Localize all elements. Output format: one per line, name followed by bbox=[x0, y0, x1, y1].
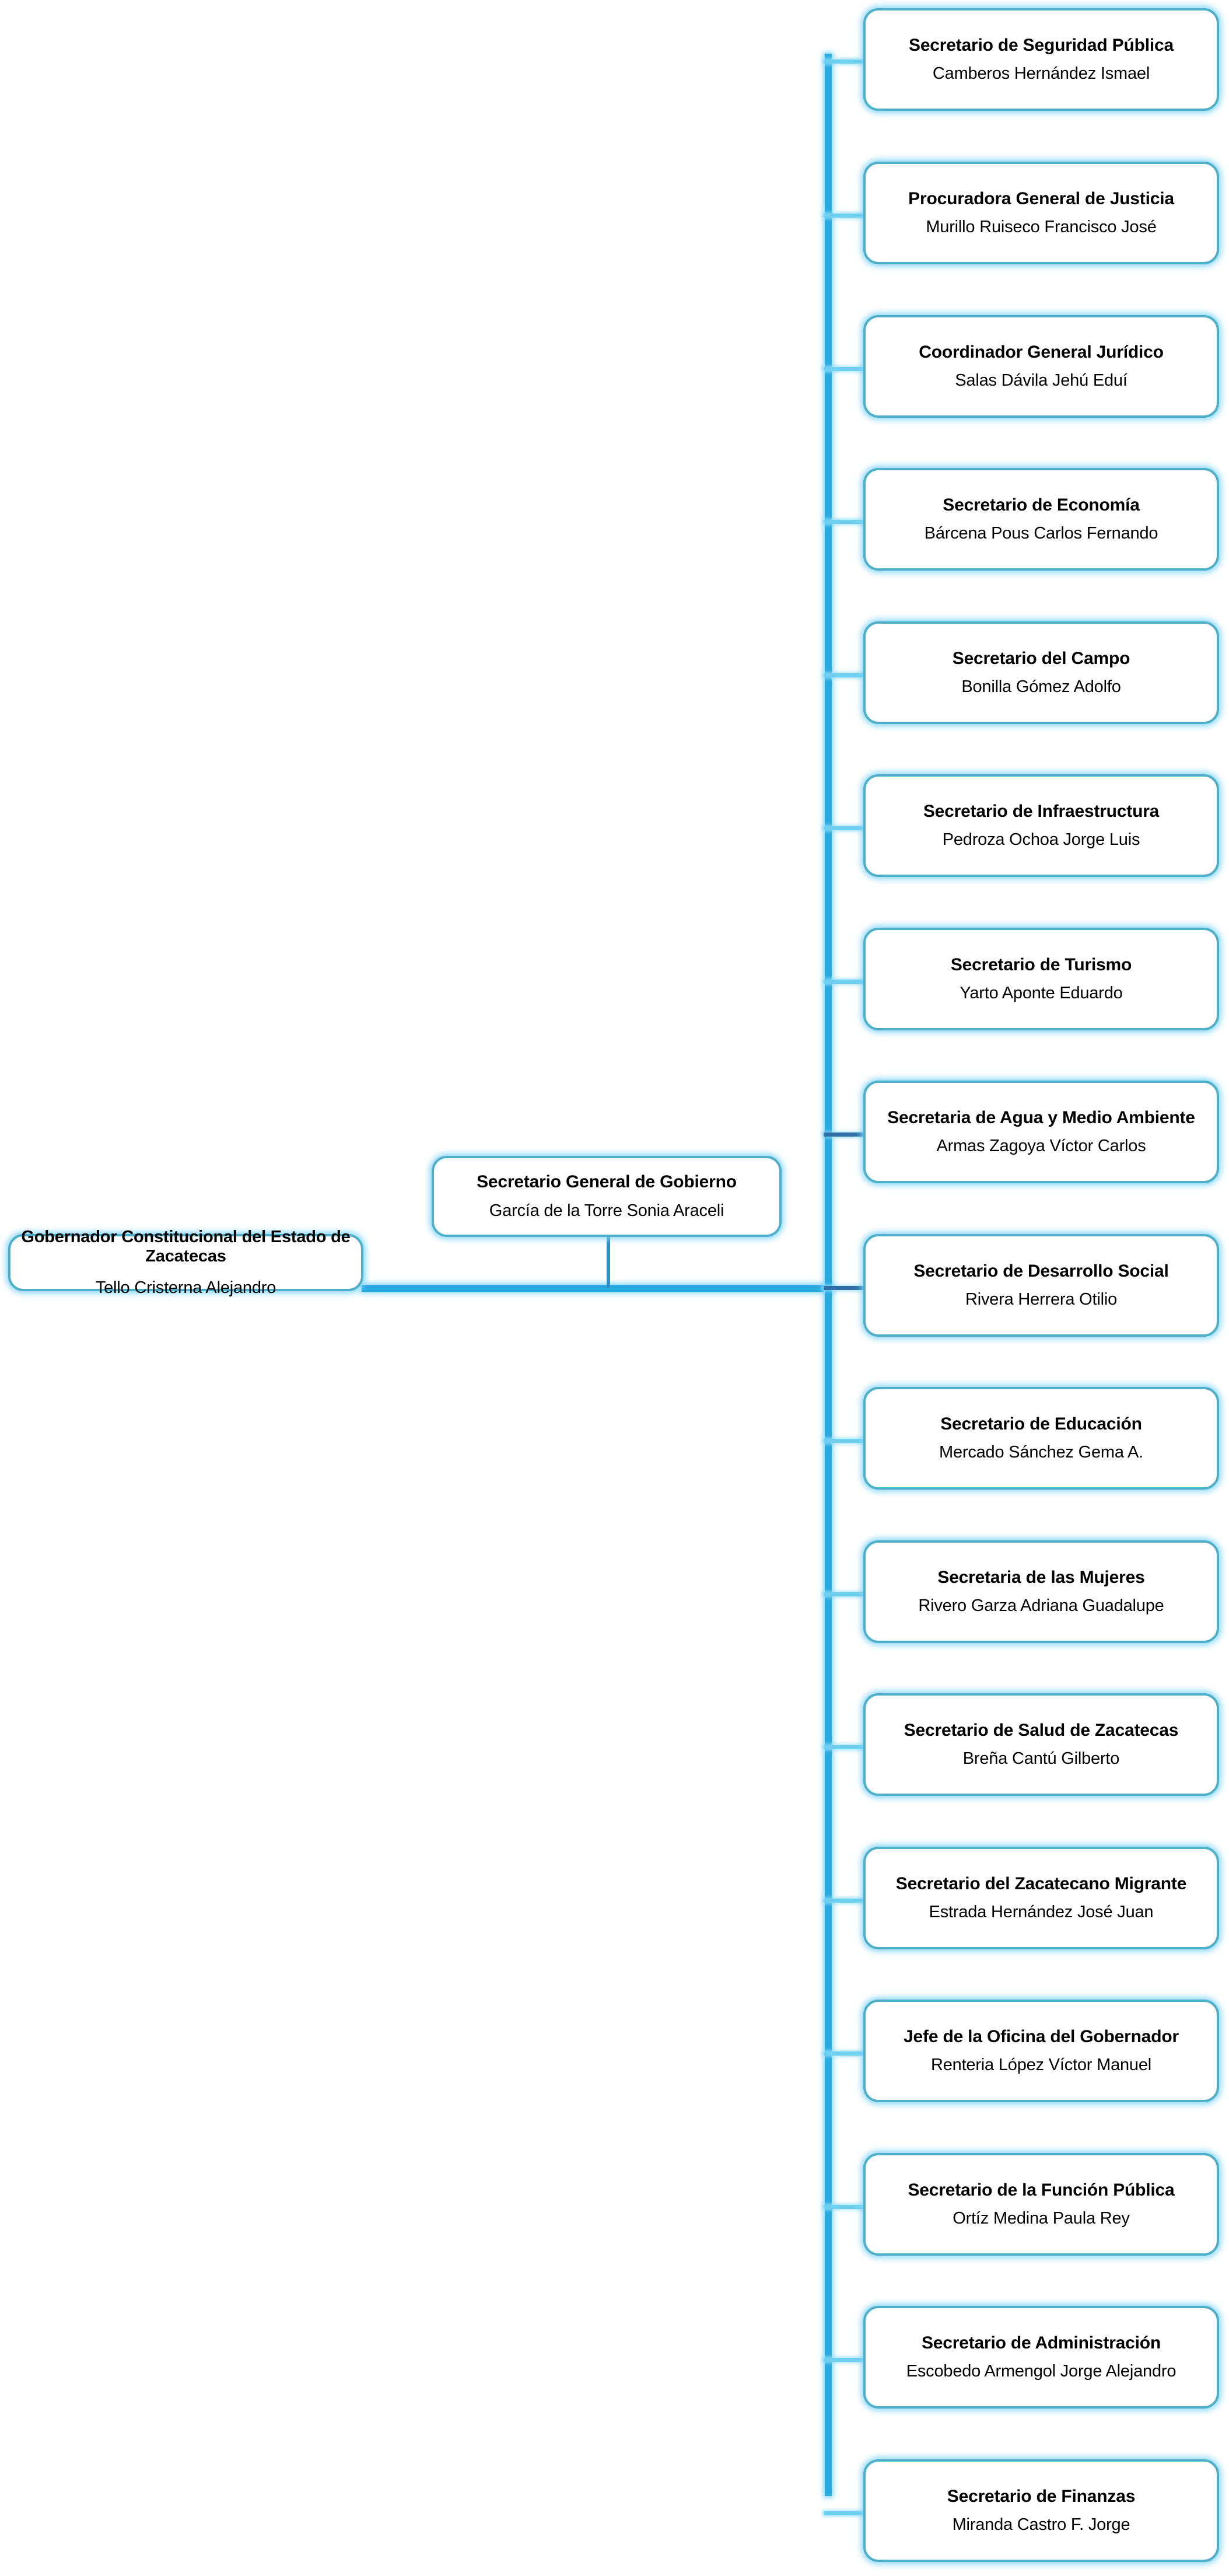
node-title: Secretario del Zacatecano Migrante bbox=[895, 1874, 1187, 1894]
node-person: Mercado Sánchez Gema A. bbox=[939, 1442, 1144, 1462]
node-person: Pedroza Ochoa Jorge Luis bbox=[942, 830, 1140, 849]
node-gobernador[interactable]: Gobernador Constitucional del Estado de … bbox=[8, 1228, 363, 1297]
node-title: Secretario de la Función Pública bbox=[908, 2180, 1175, 2200]
node-person: Rivera Herrera Otilio bbox=[965, 1289, 1118, 1309]
node-secretario-de-administracion[interactable]: Secretario de Administración Escobedo Ar… bbox=[863, 2306, 1219, 2409]
node-person: Tello Cristerna Alejandro bbox=[95, 1278, 276, 1297]
node-title: Secretario General de Gobierno bbox=[477, 1172, 737, 1191]
node-secretario-de-economia[interactable]: Secretario de Economía Bárcena Pous Carl… bbox=[863, 468, 1219, 571]
node-secretario-de-la-funcion-publica[interactable]: Secretario de la Función Pública Ortíz M… bbox=[863, 2153, 1219, 2256]
connector-stub-11 bbox=[824, 1745, 866, 1749]
node-secretario-general-de-gobierno[interactable]: Secretario General de Gobierno García de… bbox=[432, 1156, 782, 1237]
node-person: Armas Zagoya Víctor Carlos bbox=[936, 1136, 1146, 1155]
connector-deputy-drop bbox=[607, 1237, 610, 1288]
node-secretario-de-desarrollo-social[interactable]: Secretario de Desarrollo Social Rivera H… bbox=[863, 1234, 1219, 1337]
node-secretario-de-seguridad-publica[interactable]: Secretario de Seguridad Pública Camberos… bbox=[863, 8, 1219, 111]
node-secretario-de-finanzas[interactable]: Secretario de Finanzas Miranda Castro F.… bbox=[863, 2459, 1219, 2562]
connector-stub-16 bbox=[824, 2511, 866, 2515]
node-procuradora-general-de-justicia[interactable]: Procuradora General de Justicia Murillo … bbox=[863, 162, 1219, 264]
node-secretario-del-campo[interactable]: Secretario del Campo Bonilla Gómez Adolf… bbox=[863, 621, 1219, 724]
node-person: Bonilla Gómez Adolfo bbox=[961, 677, 1121, 696]
node-person: Breña Cantú Gilberto bbox=[962, 1749, 1120, 1768]
node-secretaria-de-las-mujeres[interactable]: Secretaria de las Mujeres Rivero Garza A… bbox=[863, 1540, 1219, 1643]
connector-stub-13 bbox=[824, 2051, 866, 2056]
node-person: Murillo Ruiseco Francisco José bbox=[926, 217, 1157, 236]
connector-stub-1 bbox=[824, 214, 866, 218]
node-person: Rivero Garza Adriana Guadalupe bbox=[918, 1596, 1164, 1615]
node-secretario-de-infraestructura[interactable]: Secretario de Infraestructura Pedroza Oc… bbox=[863, 774, 1219, 877]
node-person: Renteria López Víctor Manuel bbox=[930, 2055, 1152, 2074]
node-person: Ortíz Medina Paula Rey bbox=[953, 2208, 1130, 2228]
node-jefe-de-la-oficina-del-gobernador[interactable]: Jefe de la Oficina del Gobernador Renter… bbox=[863, 2000, 1219, 2102]
node-person: Estrada Hernández José Juan bbox=[929, 1902, 1154, 1921]
node-secretario-de-turismo[interactable]: Secretario de Turismo Yarto Aponte Eduar… bbox=[863, 928, 1219, 1030]
connector-stub-6 bbox=[824, 980, 866, 984]
node-title: Secretario de Finanzas bbox=[947, 2487, 1136, 2507]
node-person: Salas Dávila Jehú Eduí bbox=[955, 371, 1128, 390]
node-title: Secretario de Desarrollo Social bbox=[913, 1261, 1169, 1281]
connector-stub-8 bbox=[824, 1286, 866, 1290]
node-title: Secretaria de las Mujeres bbox=[937, 1568, 1145, 1588]
node-title: Secretario de Economía bbox=[943, 495, 1140, 515]
node-secretaria-de-agua-y-medio-ambiente[interactable]: Secretaria de Agua y Medio Ambiente Arma… bbox=[863, 1081, 1219, 1183]
node-person: García de la Torre Sonia Araceli bbox=[489, 1201, 724, 1221]
node-title: Procuradora General de Justicia bbox=[908, 189, 1174, 209]
connector-vertical-trunk bbox=[825, 54, 832, 2496]
connector-stub-3 bbox=[824, 520, 866, 524]
node-title: Secretario de Salud de Zacatecas bbox=[904, 1721, 1179, 1740]
node-person: Miranda Castro F. Jorge bbox=[952, 2515, 1130, 2534]
node-secretario-del-zacatecano-migrante[interactable]: Secretario del Zacatecano Migrante Estra… bbox=[863, 1847, 1219, 1949]
node-title: Secretario de Turismo bbox=[950, 955, 1132, 975]
node-title: Secretario de Seguridad Pública bbox=[909, 36, 1174, 55]
node-title: Coordinador General Jurídico bbox=[919, 342, 1164, 362]
connector-stub-10 bbox=[824, 1592, 866, 1596]
node-coordinador-general-juridico[interactable]: Coordinador General Jurídico Salas Dávil… bbox=[863, 315, 1219, 418]
node-title: Secretario de Infraestructura bbox=[923, 802, 1160, 822]
node-title: Secretaria de Agua y Medio Ambiente bbox=[887, 1108, 1195, 1128]
node-secretario-de-salud-de-zacatecas[interactable]: Secretario de Salud de Zacatecas Breña C… bbox=[863, 1693, 1219, 1796]
connector-stub-9 bbox=[824, 1439, 866, 1443]
node-person: Escobedo Armengol Jorge Alejandro bbox=[906, 2361, 1177, 2381]
connector-stub-15 bbox=[824, 2358, 866, 2362]
connector-stub-14 bbox=[824, 2205, 866, 2209]
connector-stub-7 bbox=[824, 1133, 866, 1137]
node-person: Bárcena Pous Carlos Fernando bbox=[924, 523, 1158, 543]
node-title: Jefe de la Oficina del Gobernador bbox=[904, 2027, 1179, 2047]
connector-stub-5 bbox=[824, 826, 866, 830]
connector-stub-12 bbox=[824, 1899, 866, 1903]
node-title: Secretario de Educación bbox=[940, 1414, 1142, 1434]
connector-root-to-trunk bbox=[362, 1285, 832, 1292]
node-secretario-de-educacion[interactable]: Secretario de Educación Mercado Sánchez … bbox=[863, 1387, 1219, 1490]
node-title: Secretario del Campo bbox=[952, 649, 1130, 669]
node-person: Camberos Hernández Ismael bbox=[932, 64, 1150, 83]
node-title: Gobernador Constitucional del Estado de … bbox=[21, 1228, 351, 1266]
connector-stub-4 bbox=[824, 673, 866, 677]
node-person: Yarto Aponte Eduardo bbox=[960, 983, 1123, 1002]
node-title: Secretario de Administración bbox=[921, 2333, 1161, 2353]
connector-stub-2 bbox=[824, 367, 866, 371]
connector-stub-0 bbox=[824, 60, 866, 64]
